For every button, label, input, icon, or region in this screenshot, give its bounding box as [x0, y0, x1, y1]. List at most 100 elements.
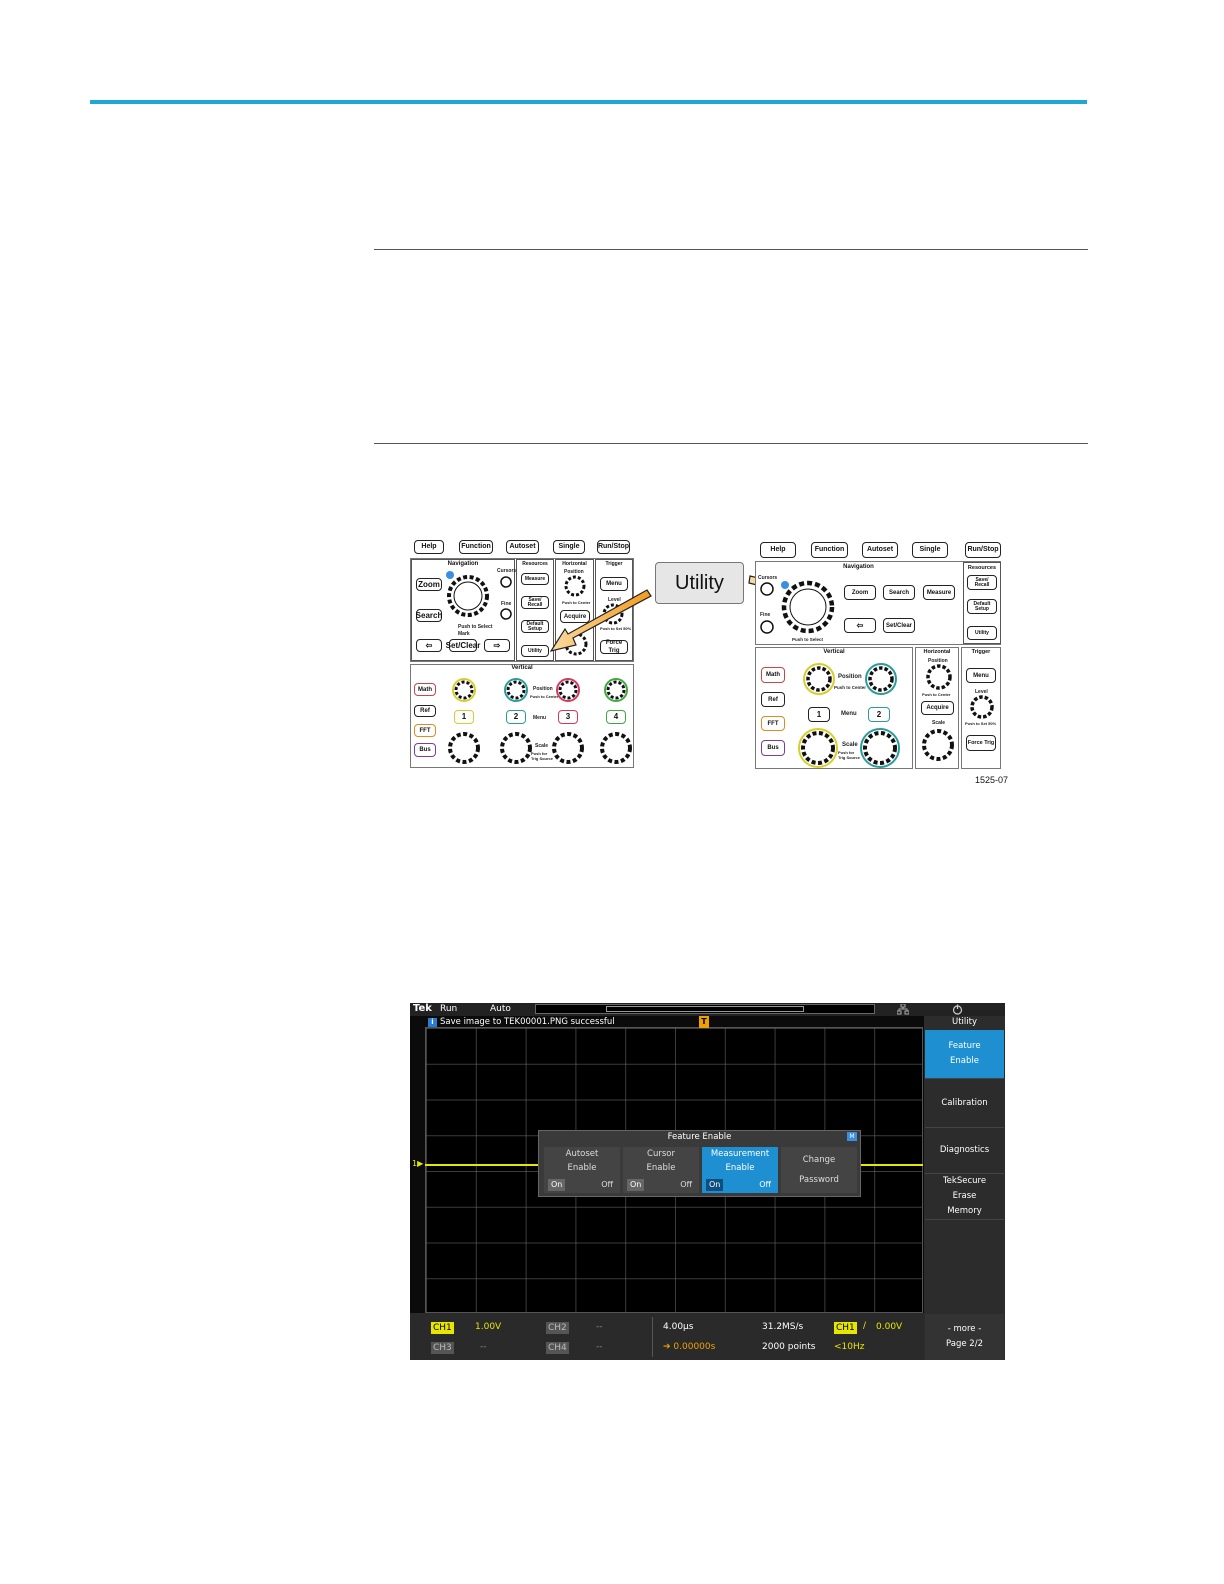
ch2-position-knob-icon[interactable]: [503, 677, 529, 703]
measurement-off[interactable]: Off: [759, 1180, 771, 1189]
side-more-button[interactable]: - more - Page 2/2: [925, 1314, 1004, 1360]
right-autoset-button[interactable]: Autoset: [862, 542, 898, 558]
sample-rate-readout[interactable]: 31.2MS/s: [762, 1322, 804, 1332]
right-fft-button[interactable]: FFT: [761, 716, 785, 731]
ref-button[interactable]: Ref: [414, 705, 436, 717]
ch3-scale-knob-icon[interactable]: [551, 731, 585, 765]
right-ref-button[interactable]: Ref: [761, 692, 785, 707]
side-diagnostics-button[interactable]: Diagnostics: [925, 1128, 1004, 1174]
ch3-button[interactable]: 3: [558, 710, 578, 724]
utility-button-left[interactable]: Utility: [521, 645, 549, 657]
acquire-button[interactable]: Acquire: [560, 610, 590, 623]
right-fine-button-icon[interactable]: [760, 620, 774, 634]
fine-button-icon[interactable]: [500, 608, 512, 620]
right-navigation-knob-icon[interactable]: [780, 579, 836, 635]
left-single-button[interactable]: Single: [553, 540, 585, 554]
right-ch1-button[interactable]: 1: [808, 707, 830, 722]
ch1-scale-readout[interactable]: 1.00V: [475, 1322, 502, 1332]
measure-button[interactable]: Measure: [521, 573, 549, 585]
trigger-position-marker[interactable]: T: [699, 1016, 709, 1028]
power-icon[interactable]: [952, 1004, 963, 1015]
right-cursors-button-icon[interactable]: [760, 582, 774, 596]
right-single-button[interactable]: Single: [912, 542, 948, 558]
record-length-readout[interactable]: 2000 points: [762, 1342, 816, 1352]
right-trigger-level-knob-icon[interactable]: [970, 695, 994, 719]
search-button[interactable]: Search: [416, 609, 442, 622]
right-mark-left-button[interactable]: ⇦: [844, 618, 876, 633]
ch2-scale-knob-icon[interactable]: [499, 731, 533, 765]
zoom-button[interactable]: Zoom: [416, 578, 442, 591]
mark-right-button[interactable]: ⇨: [484, 639, 510, 652]
right-function-button[interactable]: Function: [811, 542, 848, 558]
side-teksecure-button[interactable]: TekSecure Erase Memory: [925, 1174, 1004, 1220]
timebase-readout[interactable]: 4.00µs: [663, 1322, 694, 1332]
right-horizontal-position-knob-icon[interactable]: [926, 664, 952, 690]
right-ch2-scale-knob-icon[interactable]: [859, 727, 901, 769]
right-ch2-position-knob-icon[interactable]: [864, 662, 898, 696]
left-function-button[interactable]: Function: [459, 540, 493, 554]
left-run-stop-button[interactable]: Run/Stop: [597, 540, 630, 554]
autoset-enable-toggle[interactable]: Autoset Enable On Off: [544, 1147, 620, 1193]
ch4-button[interactable]: 4: [606, 710, 626, 724]
ch3-badge[interactable]: CH3: [431, 1342, 454, 1354]
right-ch1-scale-knob-icon[interactable]: [797, 727, 839, 769]
force-trig-button[interactable]: Force Trig: [600, 640, 628, 654]
right-ch2-button[interactable]: 2: [868, 707, 890, 722]
right-bus-button[interactable]: Bus: [761, 740, 785, 756]
right-measure-button[interactable]: Measure: [923, 585, 955, 600]
ch4-position-knob-icon[interactable]: [603, 677, 629, 703]
math-button[interactable]: Math: [414, 683, 436, 696]
ch2-button[interactable]: 2: [506, 710, 526, 724]
default-setup-button[interactable]: Default Setup: [521, 620, 549, 633]
ch1-position-knob-icon[interactable]: [451, 677, 477, 703]
right-ch1-position-knob-icon[interactable]: [802, 662, 836, 696]
autoset-off[interactable]: Off: [601, 1180, 613, 1189]
ch4-scale-knob-icon[interactable]: [599, 731, 633, 765]
measurement-enable-toggle[interactable]: Measurement Enable On Off: [702, 1147, 778, 1193]
horizontal-position-knob-icon[interactable]: [564, 575, 586, 597]
trigger-menu-button[interactable]: Menu: [600, 577, 628, 591]
cursor-enable-toggle[interactable]: Cursor Enable On Off: [623, 1147, 699, 1193]
ch2-badge[interactable]: CH2: [546, 1322, 569, 1334]
set-clear-button[interactable]: Set/Clear: [446, 639, 480, 652]
fft-button[interactable]: FFT: [414, 724, 436, 737]
trigger-level-readout[interactable]: 0.00V: [876, 1322, 903, 1332]
navigation-knob-icon[interactable]: [446, 574, 490, 618]
side-feature-enable-button[interactable]: Feature Enable: [925, 1030, 1004, 1079]
right-search-button[interactable]: Search: [883, 585, 915, 600]
ch3-position-knob-icon[interactable]: [555, 677, 581, 703]
right-zoom-button[interactable]: Zoom: [844, 585, 876, 600]
measurement-on[interactable]: On: [706, 1179, 724, 1191]
dialog-menu-icon[interactable]: M: [847, 1132, 857, 1141]
side-calibration-button[interactable]: Calibration: [925, 1079, 1004, 1128]
ch1-button[interactable]: 1: [454, 710, 474, 724]
mark-left-button[interactable]: ⇦: [416, 639, 442, 652]
trigger-source-badge[interactable]: CH1: [834, 1322, 857, 1334]
right-force-trig-button[interactable]: Force Trig: [966, 735, 996, 751]
cursors-button-icon[interactable]: [500, 576, 512, 588]
right-run-stop-button[interactable]: Run/Stop: [965, 542, 1001, 558]
ch4-badge[interactable]: CH4: [546, 1342, 569, 1354]
right-math-button[interactable]: Math: [761, 667, 785, 683]
ch1-scale-knob-icon[interactable]: [447, 731, 481, 765]
autoset-on[interactable]: On: [548, 1179, 566, 1191]
right-help-button[interactable]: Help: [760, 542, 796, 558]
cursor-on[interactable]: On: [627, 1179, 645, 1191]
left-autoset-button[interactable]: Autoset: [506, 540, 539, 554]
cursor-off[interactable]: Off: [680, 1180, 692, 1189]
change-password-button[interactable]: Change Password: [781, 1147, 857, 1193]
right-trigger-menu-button[interactable]: Menu: [966, 668, 996, 683]
right-acquire-button[interactable]: Acquire: [921, 701, 954, 715]
right-horizontal-scale-knob-icon[interactable]: [921, 728, 955, 762]
ch1-badge[interactable]: CH1: [431, 1322, 454, 1334]
right-default-setup-button[interactable]: Default Setup: [967, 599, 997, 614]
right-save-recall-button[interactable]: Save/ Recall: [967, 575, 997, 590]
utility-button-right[interactable]: Utility: [967, 626, 997, 640]
record-view-bar[interactable]: [535, 1004, 875, 1014]
right-set-clear-button[interactable]: Set/Clear: [883, 618, 915, 633]
delay-readout[interactable]: ➔ 0.00000s: [663, 1342, 716, 1352]
save-recall-button[interactable]: Save/ Recall: [521, 596, 549, 609]
left-help-button[interactable]: Help: [414, 540, 444, 554]
bus-button[interactable]: Bus: [414, 743, 436, 757]
ch1-position-marker[interactable]: 1▶: [412, 1159, 424, 1168]
